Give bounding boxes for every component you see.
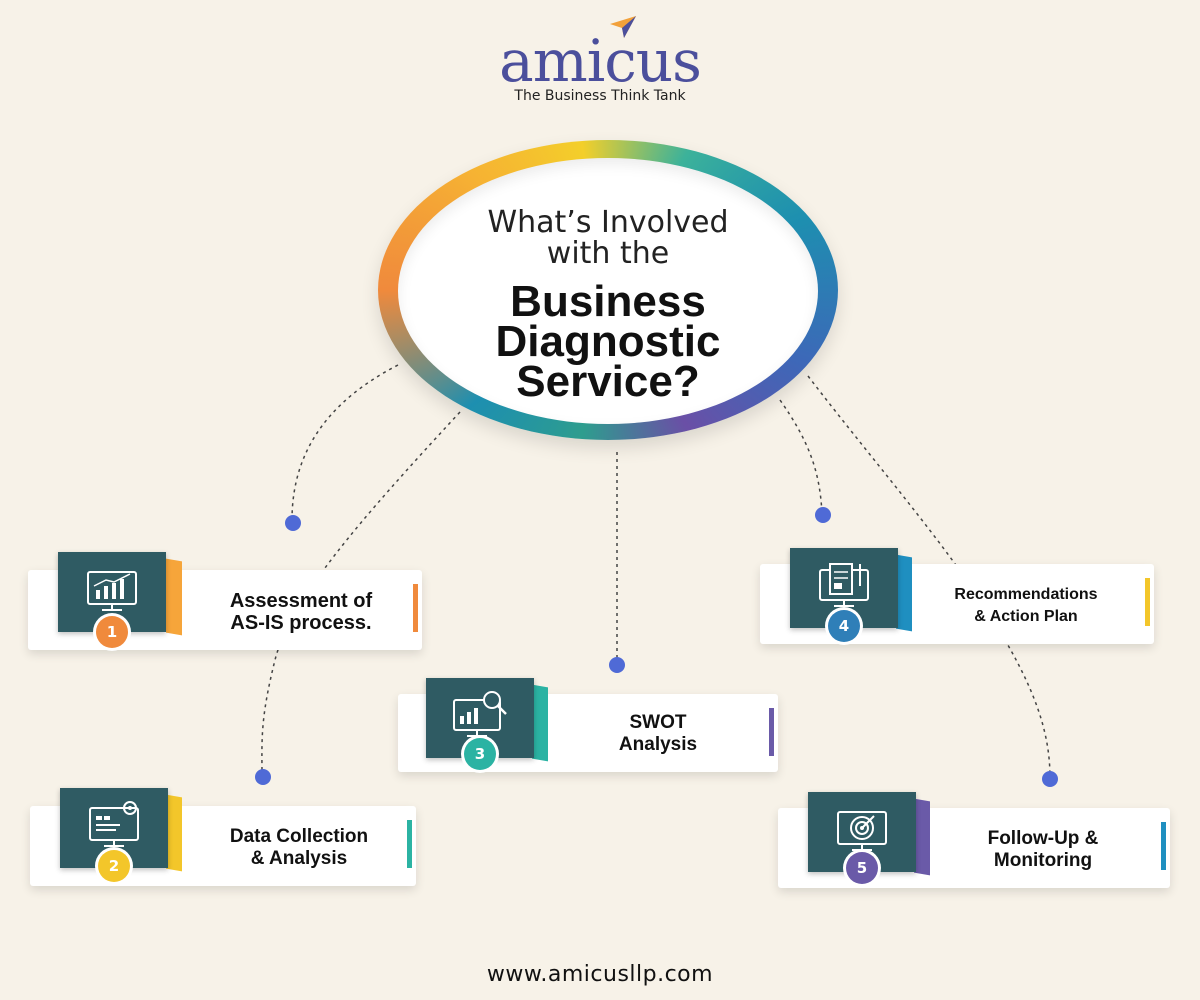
step-accent-3 — [769, 708, 774, 756]
brand-name: amicus — [499, 27, 702, 95]
step-flap-3 — [532, 684, 548, 762]
step-badge-2: 2 — [98, 850, 130, 882]
step-badge-3: 3 — [464, 738, 496, 770]
step-label-5: Follow-Up & Monitoring — [987, 828, 1099, 871]
connector-dot-3 — [609, 657, 625, 673]
connector-1 — [291, 364, 399, 521]
main-title-line-1: Business — [510, 277, 706, 326]
step-flap-4 — [896, 554, 912, 632]
step-flap-5 — [914, 798, 930, 876]
step-accent-2 — [407, 820, 412, 868]
step-label-2: Data Collection & Analysis — [229, 826, 369, 869]
brand-tagline: The Business Think Tank — [514, 88, 686, 104]
title-intro-line-2: with the — [546, 236, 670, 271]
step-accent-5 — [1161, 822, 1166, 870]
chart-monitor-icon — [87, 571, 137, 611]
main-title-line-2: Diagnostic — [495, 317, 721, 366]
paper-plane-icon — [610, 16, 636, 38]
title-circle — [398, 158, 818, 424]
document-monitor-icon — [819, 563, 869, 607]
step-flap-1 — [166, 558, 182, 636]
step-badge-4: 4 — [828, 610, 860, 642]
connector-dot-1 — [285, 515, 301, 531]
step-badge-1: 1 — [96, 616, 128, 648]
step-label-4: Recommendations & Action Plan — [954, 586, 1098, 625]
brand-logo: amicus The Business Think Tank — [470, 12, 730, 112]
target-monitor-icon — [837, 811, 887, 851]
connector-dot-2 — [255, 769, 271, 785]
title-intro-line-1: What’s Involved — [487, 205, 729, 240]
step-accent-1 — [413, 584, 418, 632]
connector-5 — [807, 375, 1051, 779]
connector-dot-4 — [815, 507, 831, 523]
step-label-1: Assessment of AS-IS process. — [229, 590, 373, 634]
step-label-3: SWOT Analysis — [618, 712, 698, 755]
step-badge-5: 5 — [846, 852, 878, 884]
search-chart-icon — [453, 691, 507, 737]
main-title: Business Diagnostic Service? — [398, 277, 818, 406]
connector-dot-5 — [1042, 771, 1058, 787]
step-accent-4 — [1145, 578, 1150, 626]
title-block: What’s Involved with the Business Diagno… — [398, 205, 818, 406]
analytics-monitor-icon — [89, 801, 139, 847]
main-title-line-3: Service? — [516, 357, 700, 406]
connector-4 — [779, 399, 823, 515]
website-url[interactable]: www.amicusllp.com — [486, 962, 714, 987]
step-flap-2 — [166, 794, 182, 872]
